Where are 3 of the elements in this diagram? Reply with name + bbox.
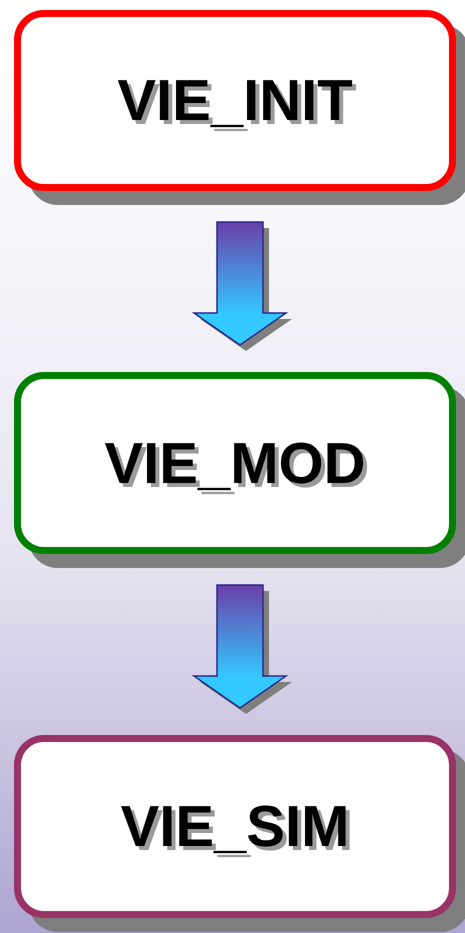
- box-label: VIE_MOD: [104, 430, 366, 496]
- box-label: VIE_INIT: [117, 67, 353, 134]
- box-label: VIE_SIM: [120, 793, 350, 860]
